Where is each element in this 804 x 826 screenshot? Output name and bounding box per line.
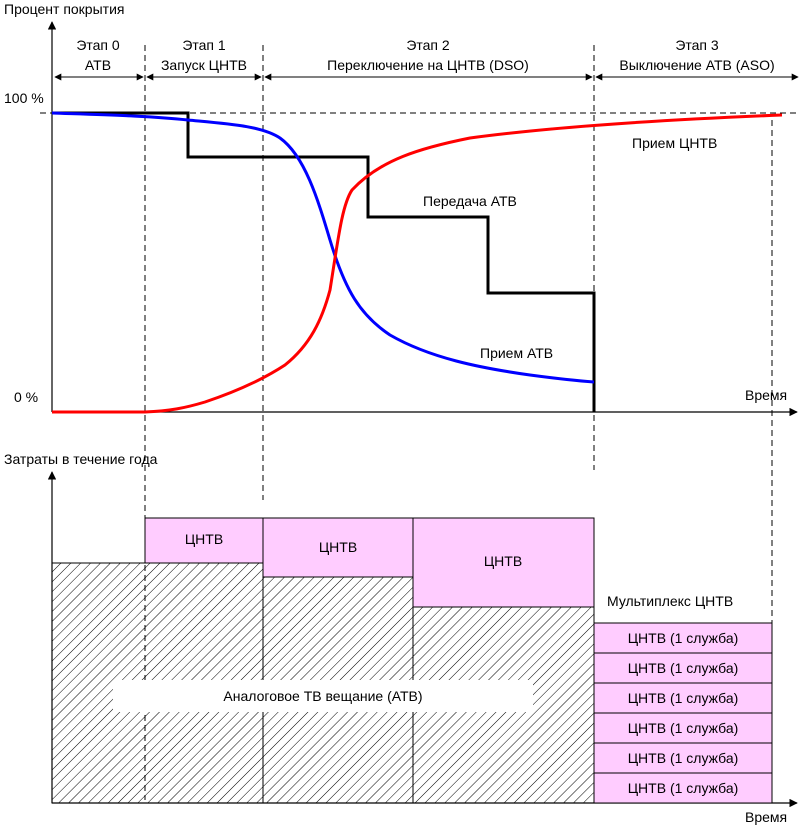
cost-chart: Затраты в течение года Время ЦНТВ ЦНТВ Ц… (4, 451, 798, 825)
stage-3-subtitle: Выключение АТВ (ASO) (619, 57, 774, 73)
stage-0-title: Этап 0 (76, 37, 120, 53)
analog-label: Аналоговое ТВ вещание (АТВ) (223, 688, 422, 704)
multiplex-item-label: ЦНТВ (1 служба) (628, 660, 739, 676)
stage-0-subtitle: АТВ (85, 57, 111, 73)
dtv-block-1-label: ЦНТВ (185, 531, 223, 547)
multiplex-item-box (593, 742, 773, 774)
analog-label-box (113, 680, 533, 712)
y-tick-100: 100 % (4, 90, 44, 106)
multiplex-item-label: ЦНТВ (1 служба) (628, 750, 739, 766)
multiplex-item-label: ЦНТВ (1 служба) (628, 630, 739, 646)
dtv-block-3-label: ЦНТВ (484, 553, 522, 569)
multiplex-item-label: ЦНТВ (1 служба) (628, 690, 739, 706)
atv-reception-curve (51, 111, 595, 384)
multiplex-item-box (593, 772, 773, 804)
stage-2-subtitle: Переключение на ЦНТВ (DSO) (327, 57, 529, 73)
multiplex-items: ЦНТВ (1 служба) ЦНТВ (1 служба) ЦНТВ (1 … (593, 622, 773, 804)
coverage-chart: Процент покрытия Время 100 % 0 % Этап 0 … (4, 1, 800, 800)
bottom-x-axis-label: Время (745, 809, 787, 825)
multiplex-title: Мультиплекс ЦНТВ (607, 593, 733, 609)
multiplex-item-box (593, 712, 773, 744)
dtv-cost-block-2 (262, 517, 414, 578)
stage-1-subtitle: Запуск ЦНТВ (161, 57, 247, 73)
multiplex-item-label: ЦНТВ (1 служба) (628, 780, 739, 796)
multiplex-item-box (593, 652, 773, 684)
top-x-axis-label: Время (745, 387, 787, 403)
atv-reception-label: Прием АТВ (480, 345, 553, 361)
stage-1-title: Этап 1 (182, 37, 226, 53)
multiplex-item-label: ЦНТВ (1 служба) (628, 720, 739, 736)
dtv-cost-block-1 (144, 517, 264, 564)
top-y-axis-label: Процент покрытия (4, 1, 124, 17)
multiplex-item-box (593, 622, 773, 654)
stage-3-title: Этап 3 (675, 37, 719, 53)
multiplex-item-box (593, 682, 773, 714)
dtv-reception-curve (52, 113, 783, 414)
dtv-cost-block-3 (412, 517, 595, 608)
bottom-y-axis-label: Затраты в течение года (4, 451, 158, 467)
stage-2-title: Этап 2 (406, 37, 450, 53)
y-tick-0: 0 % (14, 389, 38, 405)
dtv-block-2-label: ЦНТВ (319, 539, 357, 555)
atv-transmission-label: Передача АТВ (423, 193, 517, 209)
dtv-reception-label: Прием ЦНТВ (632, 135, 717, 151)
atv-transmission-curve (52, 111, 596, 412)
